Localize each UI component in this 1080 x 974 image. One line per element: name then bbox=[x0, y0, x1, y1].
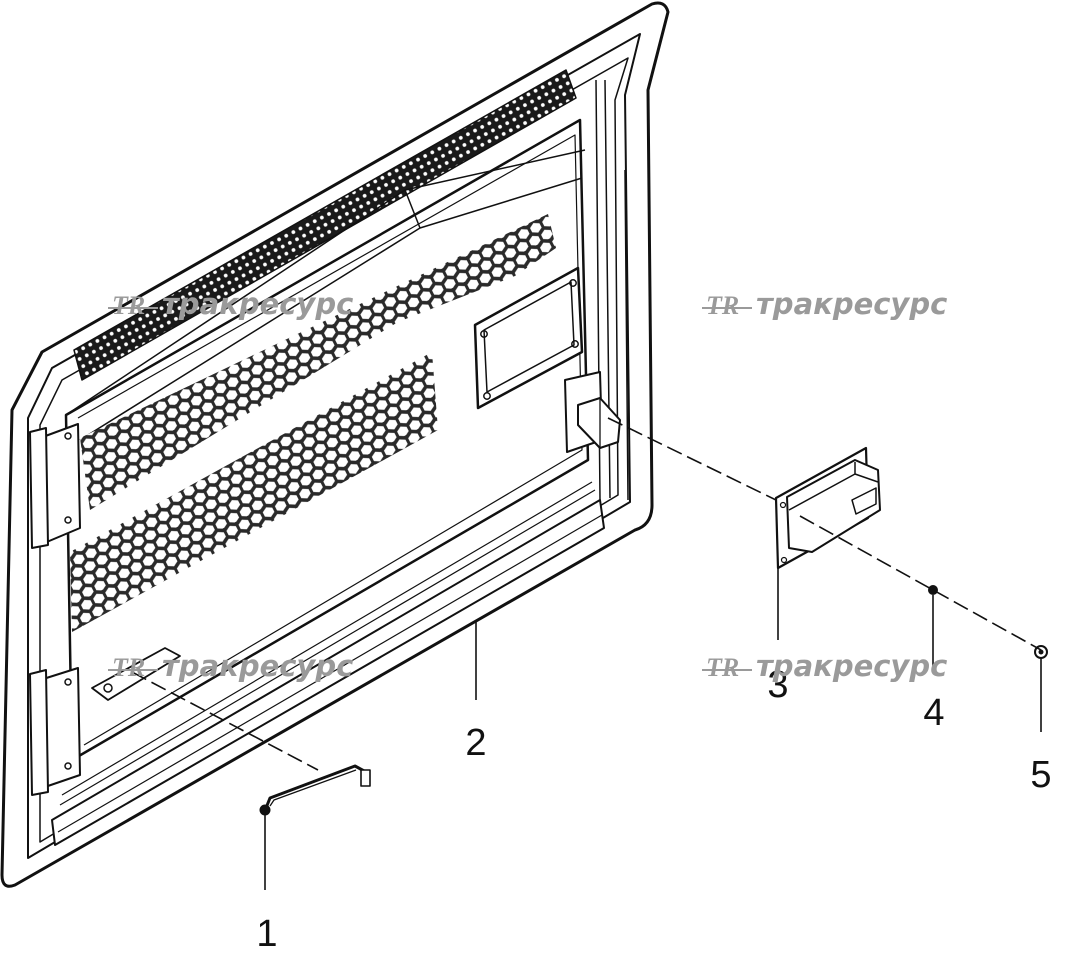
callout-1: 1 bbox=[256, 913, 277, 955]
washer bbox=[928, 585, 938, 595]
watermark-text-1: тракресурс bbox=[162, 287, 353, 321]
door-top-rib bbox=[65, 149, 586, 441]
door-frame-inner-2 bbox=[39, 57, 629, 843]
watermark-logo-1: TR bbox=[112, 291, 145, 320]
latch-block bbox=[774, 446, 881, 570]
callout-2: 2 bbox=[465, 722, 486, 764]
callout-3: 3 bbox=[767, 664, 788, 706]
watermark-1: TR тракресурс bbox=[108, 287, 353, 321]
watermark-text-2: тракресурс bbox=[756, 287, 947, 321]
assembly-line-latch bbox=[607, 417, 1042, 651]
hinge-lower bbox=[29, 667, 81, 796]
assembly-lines bbox=[131, 417, 1042, 771]
watermark-logo-3: TR bbox=[112, 653, 145, 682]
callout-5: 5 bbox=[1030, 754, 1051, 796]
assembly-line-handle bbox=[131, 671, 319, 771]
watermark-logo-2: TR bbox=[706, 291, 739, 320]
door-top-grill bbox=[73, 69, 577, 381]
hex-perforation-upper bbox=[80, 214, 556, 510]
watermark-text-3: тракресурс bbox=[162, 649, 353, 683]
handle-rod bbox=[259, 764, 371, 816]
watermark-2: TR тракресурс bbox=[702, 287, 947, 321]
watermark-3: TR тракресурс bbox=[108, 649, 353, 683]
hex-perforation-lower bbox=[70, 352, 438, 632]
watermark-text-4: тракресурс bbox=[756, 649, 947, 683]
hinge-upper bbox=[29, 423, 81, 549]
door-bottom-rail-lines bbox=[57, 481, 603, 833]
door-latch-bracket bbox=[564, 371, 621, 453]
door-access-cover bbox=[473, 266, 584, 410]
watermark-logo-4: TR bbox=[706, 653, 739, 682]
door-frame-inner-1 bbox=[27, 33, 641, 859]
door-panel bbox=[0, 1, 670, 888]
door-bottom-rail bbox=[51, 499, 605, 846]
callout-4: 4 bbox=[923, 692, 944, 734]
watermark-4: TR тракресурс bbox=[702, 649, 947, 683]
